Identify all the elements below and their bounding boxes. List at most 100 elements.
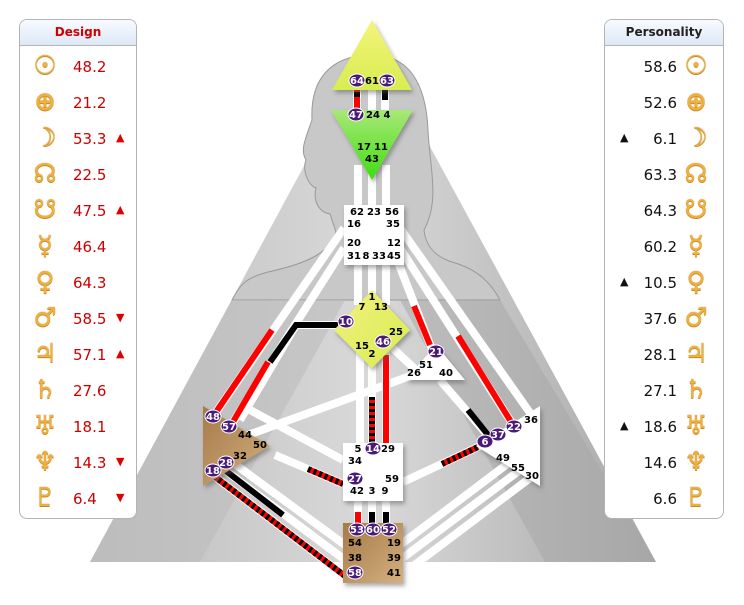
gate-24[interactable]: 24: [366, 110, 380, 121]
design-value: 46.4: [73, 238, 107, 256]
gate-4[interactable]: 4: [384, 110, 391, 121]
gate-badge-58: [346, 565, 364, 580]
gate-59[interactable]: 59: [385, 474, 399, 485]
gate-20[interactable]: 20: [347, 238, 361, 249]
gate-33[interactable]: 33: [372, 251, 386, 262]
gate-3[interactable]: 3: [369, 486, 376, 497]
gate-44[interactable]: 44: [238, 430, 252, 441]
gate-60[interactable]: 60: [366, 525, 380, 536]
gate-64[interactable]: 64: [350, 76, 364, 87]
gate-56[interactable]: 56: [385, 207, 399, 218]
gate-14[interactable]: 14: [366, 444, 380, 455]
gate-29[interactable]: 29: [381, 444, 395, 455]
gate-53[interactable]: 53: [350, 525, 364, 536]
personality-row-south-node: ☋64.3: [605, 193, 723, 229]
gate-62[interactable]: 62: [350, 207, 364, 218]
gate-11[interactable]: 11: [374, 142, 388, 153]
gate-16[interactable]: 16: [347, 219, 361, 230]
pluto-icon: ♇: [33, 483, 57, 513]
gate-55[interactable]: 55: [511, 463, 525, 474]
gate-40[interactable]: 40: [439, 368, 453, 379]
gate-51[interactable]: 51: [419, 360, 433, 371]
gate-63[interactable]: 63: [380, 76, 394, 87]
gate-10[interactable]: 10: [339, 317, 353, 328]
gate-54[interactable]: 54: [348, 538, 362, 549]
gate-7[interactable]: 7: [359, 302, 366, 313]
gate-badge-14: [364, 441, 382, 456]
gate-5[interactable]: 5: [355, 444, 362, 455]
gate-18[interactable]: 18: [206, 466, 220, 477]
gate-48[interactable]: 48: [206, 412, 220, 423]
personality-value: 64.3: [643, 202, 677, 220]
neptune-icon: ♆: [684, 447, 708, 477]
gate-31[interactable]: 31: [347, 251, 361, 262]
design-row-moon: ☽53.3▲: [20, 121, 136, 157]
gate-15[interactable]: 15: [355, 341, 369, 352]
throat-center[interactable]: [344, 205, 404, 265]
ego-center[interactable]: [405, 345, 465, 380]
gate-19[interactable]: 19: [387, 538, 401, 549]
channel-32-54: [229, 458, 348, 549]
personality-row-mercury: ☿60.2: [605, 229, 723, 265]
exalted-arrow-icon: ▲: [620, 131, 629, 144]
gate-1[interactable]: 1: [369, 292, 376, 303]
gate-9[interactable]: 9: [382, 486, 389, 497]
gate-52[interactable]: 52: [382, 525, 396, 536]
gate-badge-47: [347, 107, 365, 122]
design-value: 58.5: [73, 310, 107, 328]
gate-12[interactable]: 12: [387, 238, 401, 249]
g-center[interactable]: [334, 290, 410, 368]
design-row-uranus: ♅18.1: [20, 409, 136, 445]
design-value: 22.5: [73, 166, 107, 184]
gate-58[interactable]: 58: [348, 568, 362, 579]
gate-8[interactable]: 8: [363, 251, 370, 262]
gate-38[interactable]: 38: [348, 553, 362, 564]
gate-39[interactable]: 39: [387, 553, 401, 564]
gate-50[interactable]: 50: [253, 440, 267, 451]
design-value: 48.2: [73, 58, 107, 76]
gate-25[interactable]: 25: [389, 327, 403, 338]
channel-35-36: [396, 225, 539, 423]
gate-61[interactable]: 61: [365, 76, 379, 87]
design-value: 47.5: [73, 202, 107, 220]
gate-6[interactable]: 6: [482, 437, 489, 448]
gate-27[interactable]: 27: [348, 474, 362, 485]
personality-row-sun: ☉58.6: [605, 49, 723, 85]
gate-21[interactable]: 21: [429, 347, 443, 358]
ajna-center[interactable]: [331, 110, 413, 180]
gate-49[interactable]: 49: [496, 453, 510, 464]
gate-36[interactable]: 36: [524, 415, 538, 426]
gate-30[interactable]: 30: [525, 471, 539, 482]
gate-37[interactable]: 37: [491, 430, 505, 441]
design-row-north-node: ☊22.5: [20, 157, 136, 193]
design-value: 21.2: [73, 94, 107, 112]
gate-13[interactable]: 13: [374, 302, 388, 313]
gate-badge-46: [374, 334, 392, 349]
gate-45[interactable]: 45: [387, 251, 401, 262]
gate-42[interactable]: 42: [350, 486, 364, 497]
gate-35[interactable]: 35: [386, 219, 400, 230]
uranus-icon: ♅: [684, 411, 708, 441]
gate-43[interactable]: 43: [365, 154, 379, 165]
gate-23[interactable]: 23: [367, 207, 381, 218]
gate-57[interactable]: 57: [222, 422, 236, 433]
jupiter-icon: ♃: [684, 339, 708, 369]
gate-17[interactable]: 17: [357, 142, 371, 153]
gate-32[interactable]: 32: [233, 451, 247, 462]
personality-rows: ☉58.6⊕52.6☽6.1▲☊63.3☋64.3☿60.2♀10.5▲♂37.…: [605, 46, 723, 517]
gate-badge-10: [337, 314, 355, 329]
gate-22[interactable]: 22: [507, 422, 521, 433]
head-center[interactable]: [332, 20, 412, 90]
solar-plexus-center[interactable]: [476, 406, 540, 486]
gate-34[interactable]: 34: [348, 456, 362, 467]
gate-46[interactable]: 46: [376, 337, 390, 348]
activation-gate-22: [455, 334, 516, 427]
gate-41[interactable]: 41: [387, 568, 401, 579]
venus-icon: ♀: [686, 267, 706, 297]
gate-badge-18: [204, 463, 222, 478]
gate-2[interactable]: 2: [369, 349, 376, 360]
gate-28[interactable]: 28: [219, 458, 233, 469]
gate-26[interactable]: 26: [407, 368, 421, 379]
gate-47[interactable]: 47: [349, 110, 363, 121]
